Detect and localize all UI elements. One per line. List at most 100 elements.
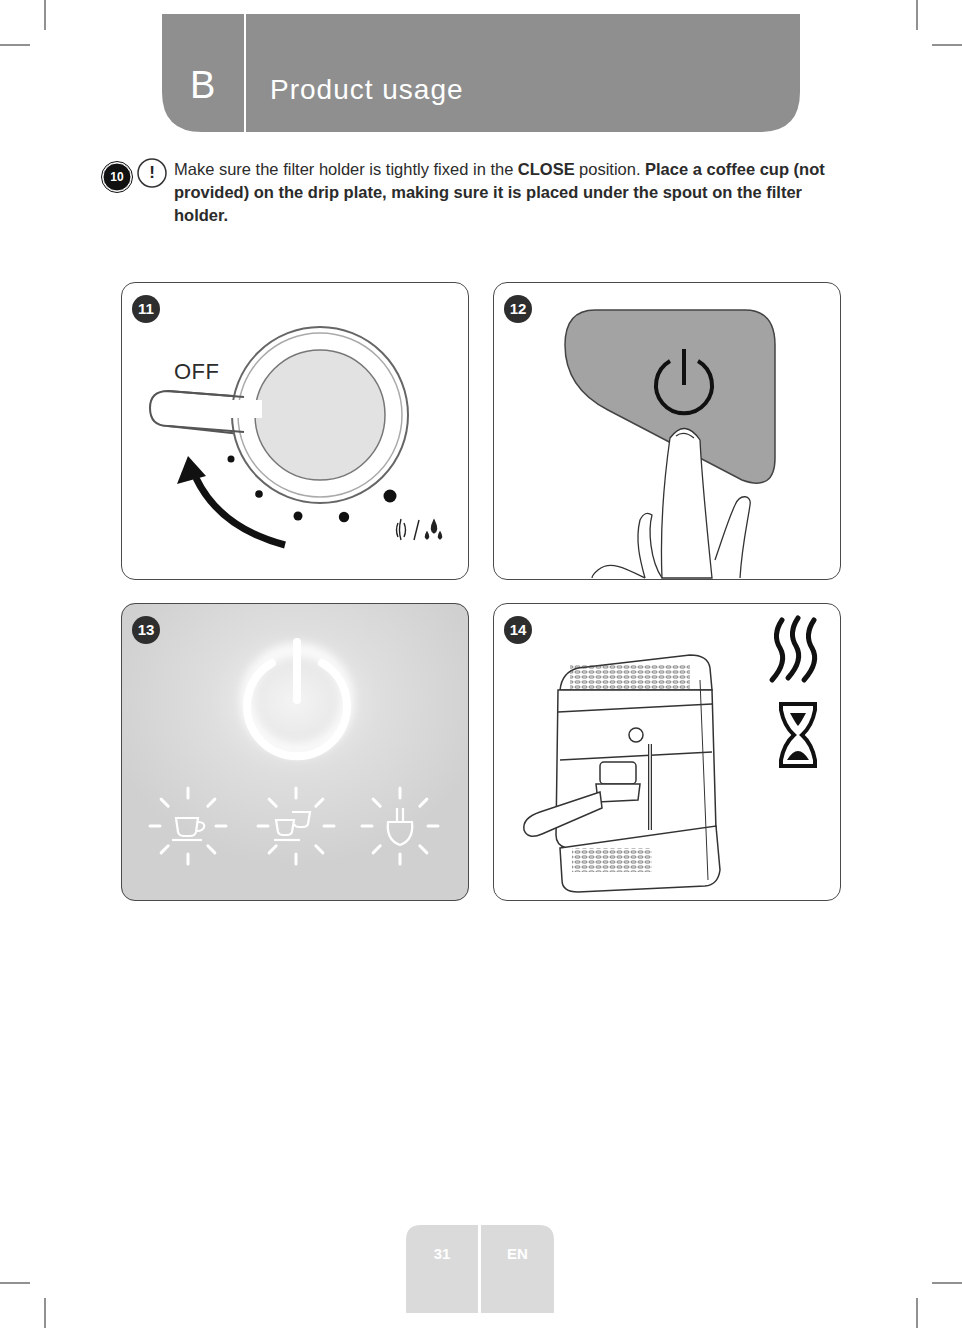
heat-symbol (772, 620, 783, 680)
crop-marks (0, 1283, 30, 1284)
section-letter: B (190, 64, 215, 107)
language-code: EN (481, 1245, 554, 1262)
hand (715, 497, 750, 578)
blinking-indicators (420, 846, 427, 853)
hand (661, 428, 712, 578)
step-panel: 12 (493, 282, 841, 580)
instruction-text: position. (579, 160, 640, 178)
panel-ground (121, 603, 469, 901)
callout-number: 11 (132, 295, 160, 323)
blinking-indicators (402, 808, 404, 822)
steam-water-symbol (439, 532, 442, 539)
selector-dial (196, 478, 285, 545)
header-band (162, 14, 800, 132)
selector-dial (150, 327, 442, 545)
crop-marks (917, 1298, 918, 1328)
crop-marks (932, 45, 962, 46)
hourglass-symbol (781, 704, 815, 766)
heat-symbol (804, 620, 815, 680)
blinking-indicators (274, 839, 300, 841)
position-name: CLOSE (518, 160, 575, 178)
blinking-indicators (399, 788, 402, 798)
selector-dial (238, 333, 402, 497)
espresso-machine (560, 826, 720, 892)
blinking-indicators (208, 799, 215, 806)
blinking-indicators (428, 825, 438, 828)
espresso-machine (556, 690, 716, 848)
espresso-machine (700, 680, 708, 880)
step-panel: 14 (493, 603, 841, 901)
blinking-indicators (269, 846, 276, 853)
espresso-machine (524, 655, 720, 892)
hand (592, 428, 750, 578)
blinking-indicators (316, 799, 323, 806)
footer-tabs (406, 1225, 554, 1313)
espresso-machine (524, 792, 602, 836)
espresso-machine (572, 848, 652, 872)
espresso-machine (560, 655, 712, 690)
crop-marks (917, 0, 918, 30)
espresso-machine (596, 784, 640, 802)
blinking-indicators (292, 812, 310, 827)
step-markers (103, 163, 131, 191)
hand (592, 565, 645, 578)
dial-label: OFF (174, 359, 220, 385)
crop-marks (0, 45, 30, 46)
step-number: 10 (103, 163, 131, 191)
blinking-indicators (187, 788, 190, 798)
power-button-press (682, 349, 686, 385)
selector-dial (228, 456, 235, 463)
steam-water-symbol (432, 520, 437, 533)
blinking-indicators (187, 854, 190, 864)
selector-dial (177, 456, 206, 484)
blinking-indicators (161, 846, 168, 853)
espresso-machine (558, 704, 712, 712)
steam-water-symbol (426, 532, 429, 539)
blinking-indicators (216, 825, 226, 828)
selector-dial (168, 391, 244, 432)
blinking-indicators (373, 846, 380, 853)
power-button-press (565, 310, 775, 578)
selector-dial (294, 512, 303, 521)
espresso-machine (648, 744, 652, 830)
espresso-machine (560, 752, 712, 760)
blinking-indicators (295, 854, 298, 864)
blinking-indicators (396, 808, 398, 822)
steam-water-symbol (414, 520, 419, 540)
hand (676, 433, 694, 438)
blinking-indicators (324, 825, 334, 828)
espresso-machine (649, 744, 651, 830)
callout-number: 13 (132, 616, 160, 644)
blinking-indicators (388, 822, 413, 845)
blinking-indicators (276, 820, 294, 835)
heat-symbol (788, 618, 799, 678)
hourglass-symbol (781, 704, 815, 766)
blinking-indicators (293, 642, 301, 700)
steam-water-symbol (397, 519, 406, 540)
blinking-indicators (176, 818, 198, 836)
footer-tabs (406, 1225, 478, 1313)
blinking-indicators (295, 788, 298, 798)
blinking-indicators (150, 642, 438, 864)
espresso-machine (629, 728, 643, 742)
espresso-machine (600, 762, 636, 784)
section-title: Product usage (270, 74, 464, 106)
instruction-text: Make sure the filter holder is tightly f… (174, 160, 513, 178)
footer-tabs (481, 1225, 554, 1313)
selector-dial (170, 400, 262, 418)
header-band (162, 14, 800, 132)
warning-mark: ! (138, 159, 166, 187)
selector-dial (339, 512, 349, 522)
step-panel: 13 (121, 603, 469, 901)
blinking-indicators (172, 839, 202, 841)
selector-dial (255, 350, 385, 480)
blinking-indicators (362, 825, 372, 828)
instruction-paragraph: Make sure the filter holder is tightly f… (174, 158, 864, 227)
callout-number: 12 (504, 295, 532, 323)
blinking-indicators (172, 808, 412, 845)
heat-symbol (772, 618, 815, 680)
step-markers (138, 159, 166, 187)
blinking-indicators (208, 846, 215, 853)
